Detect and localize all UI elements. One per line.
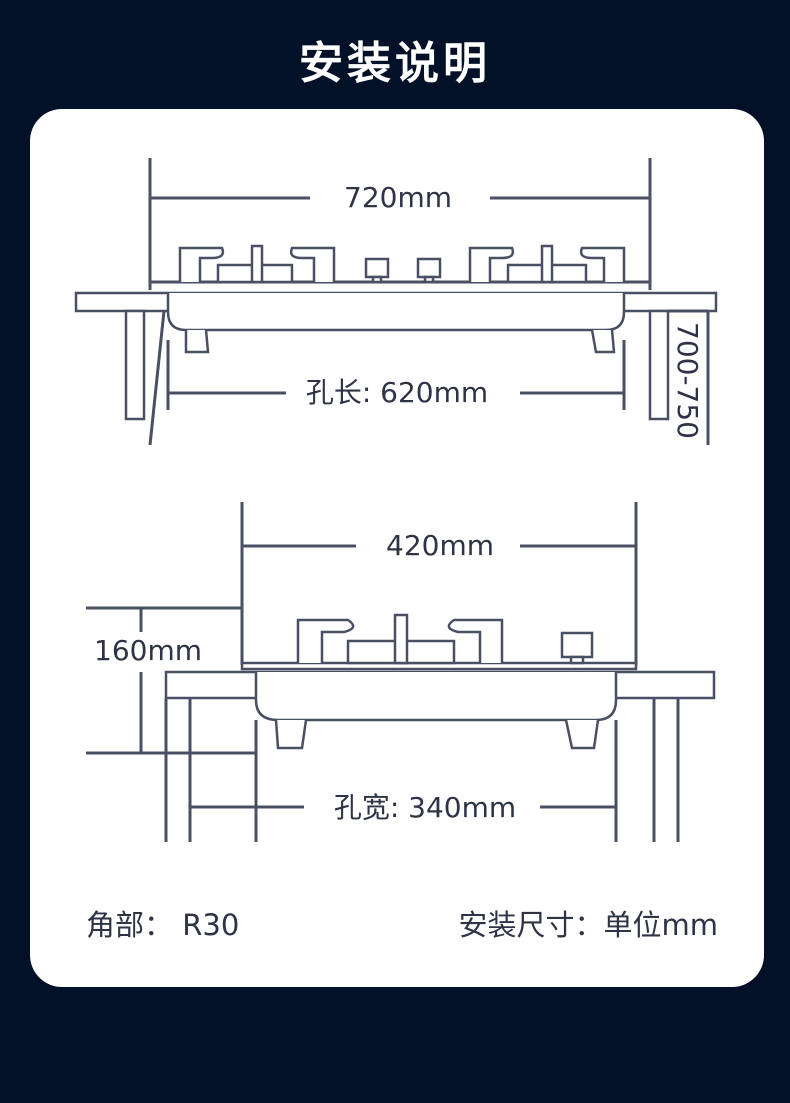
corner-radius-label: 角部： R30 [86, 908, 240, 942]
knob-icon [364, 257, 390, 279]
page-title: 安装说明 [299, 38, 491, 89]
front-view-diagram: 720mm 孔长: 620mm [74, 158, 718, 446]
diagram-card [30, 109, 764, 987]
foot-left [184, 329, 210, 354]
width-720-label: 720mm [344, 181, 452, 214]
pan-support-icon [468, 246, 515, 282]
pan-support-icon [447, 618, 504, 663]
foot-right [590, 329, 616, 354]
cooktop-body [254, 672, 618, 722]
foot-left [274, 719, 308, 750]
knob-icon [560, 631, 594, 659]
unit-label: 安装尺寸：单位mm [458, 908, 719, 942]
knob-icon [416, 257, 442, 279]
foot-right [564, 719, 600, 750]
hole-width-label: 孔宽: 340mm [334, 791, 516, 824]
pan-support-icon [296, 618, 355, 663]
pan-support-icon [579, 246, 626, 282]
cabinet-height-label: 700-750 [671, 322, 704, 439]
cooktop-body [166, 293, 626, 332]
side-view-diagram: 420mm 160mm 孔宽: 340mm [86, 502, 716, 842]
cabinet-leg-left [124, 309, 146, 421]
pan-support-icon [178, 246, 225, 282]
pan-support-icon [289, 246, 336, 282]
hole-length-label: 孔长: 620mm [306, 376, 488, 409]
width-420-label: 420mm [386, 529, 494, 562]
height-160-label: 160mm [94, 634, 202, 667]
cabinet-leg-right [648, 309, 670, 421]
